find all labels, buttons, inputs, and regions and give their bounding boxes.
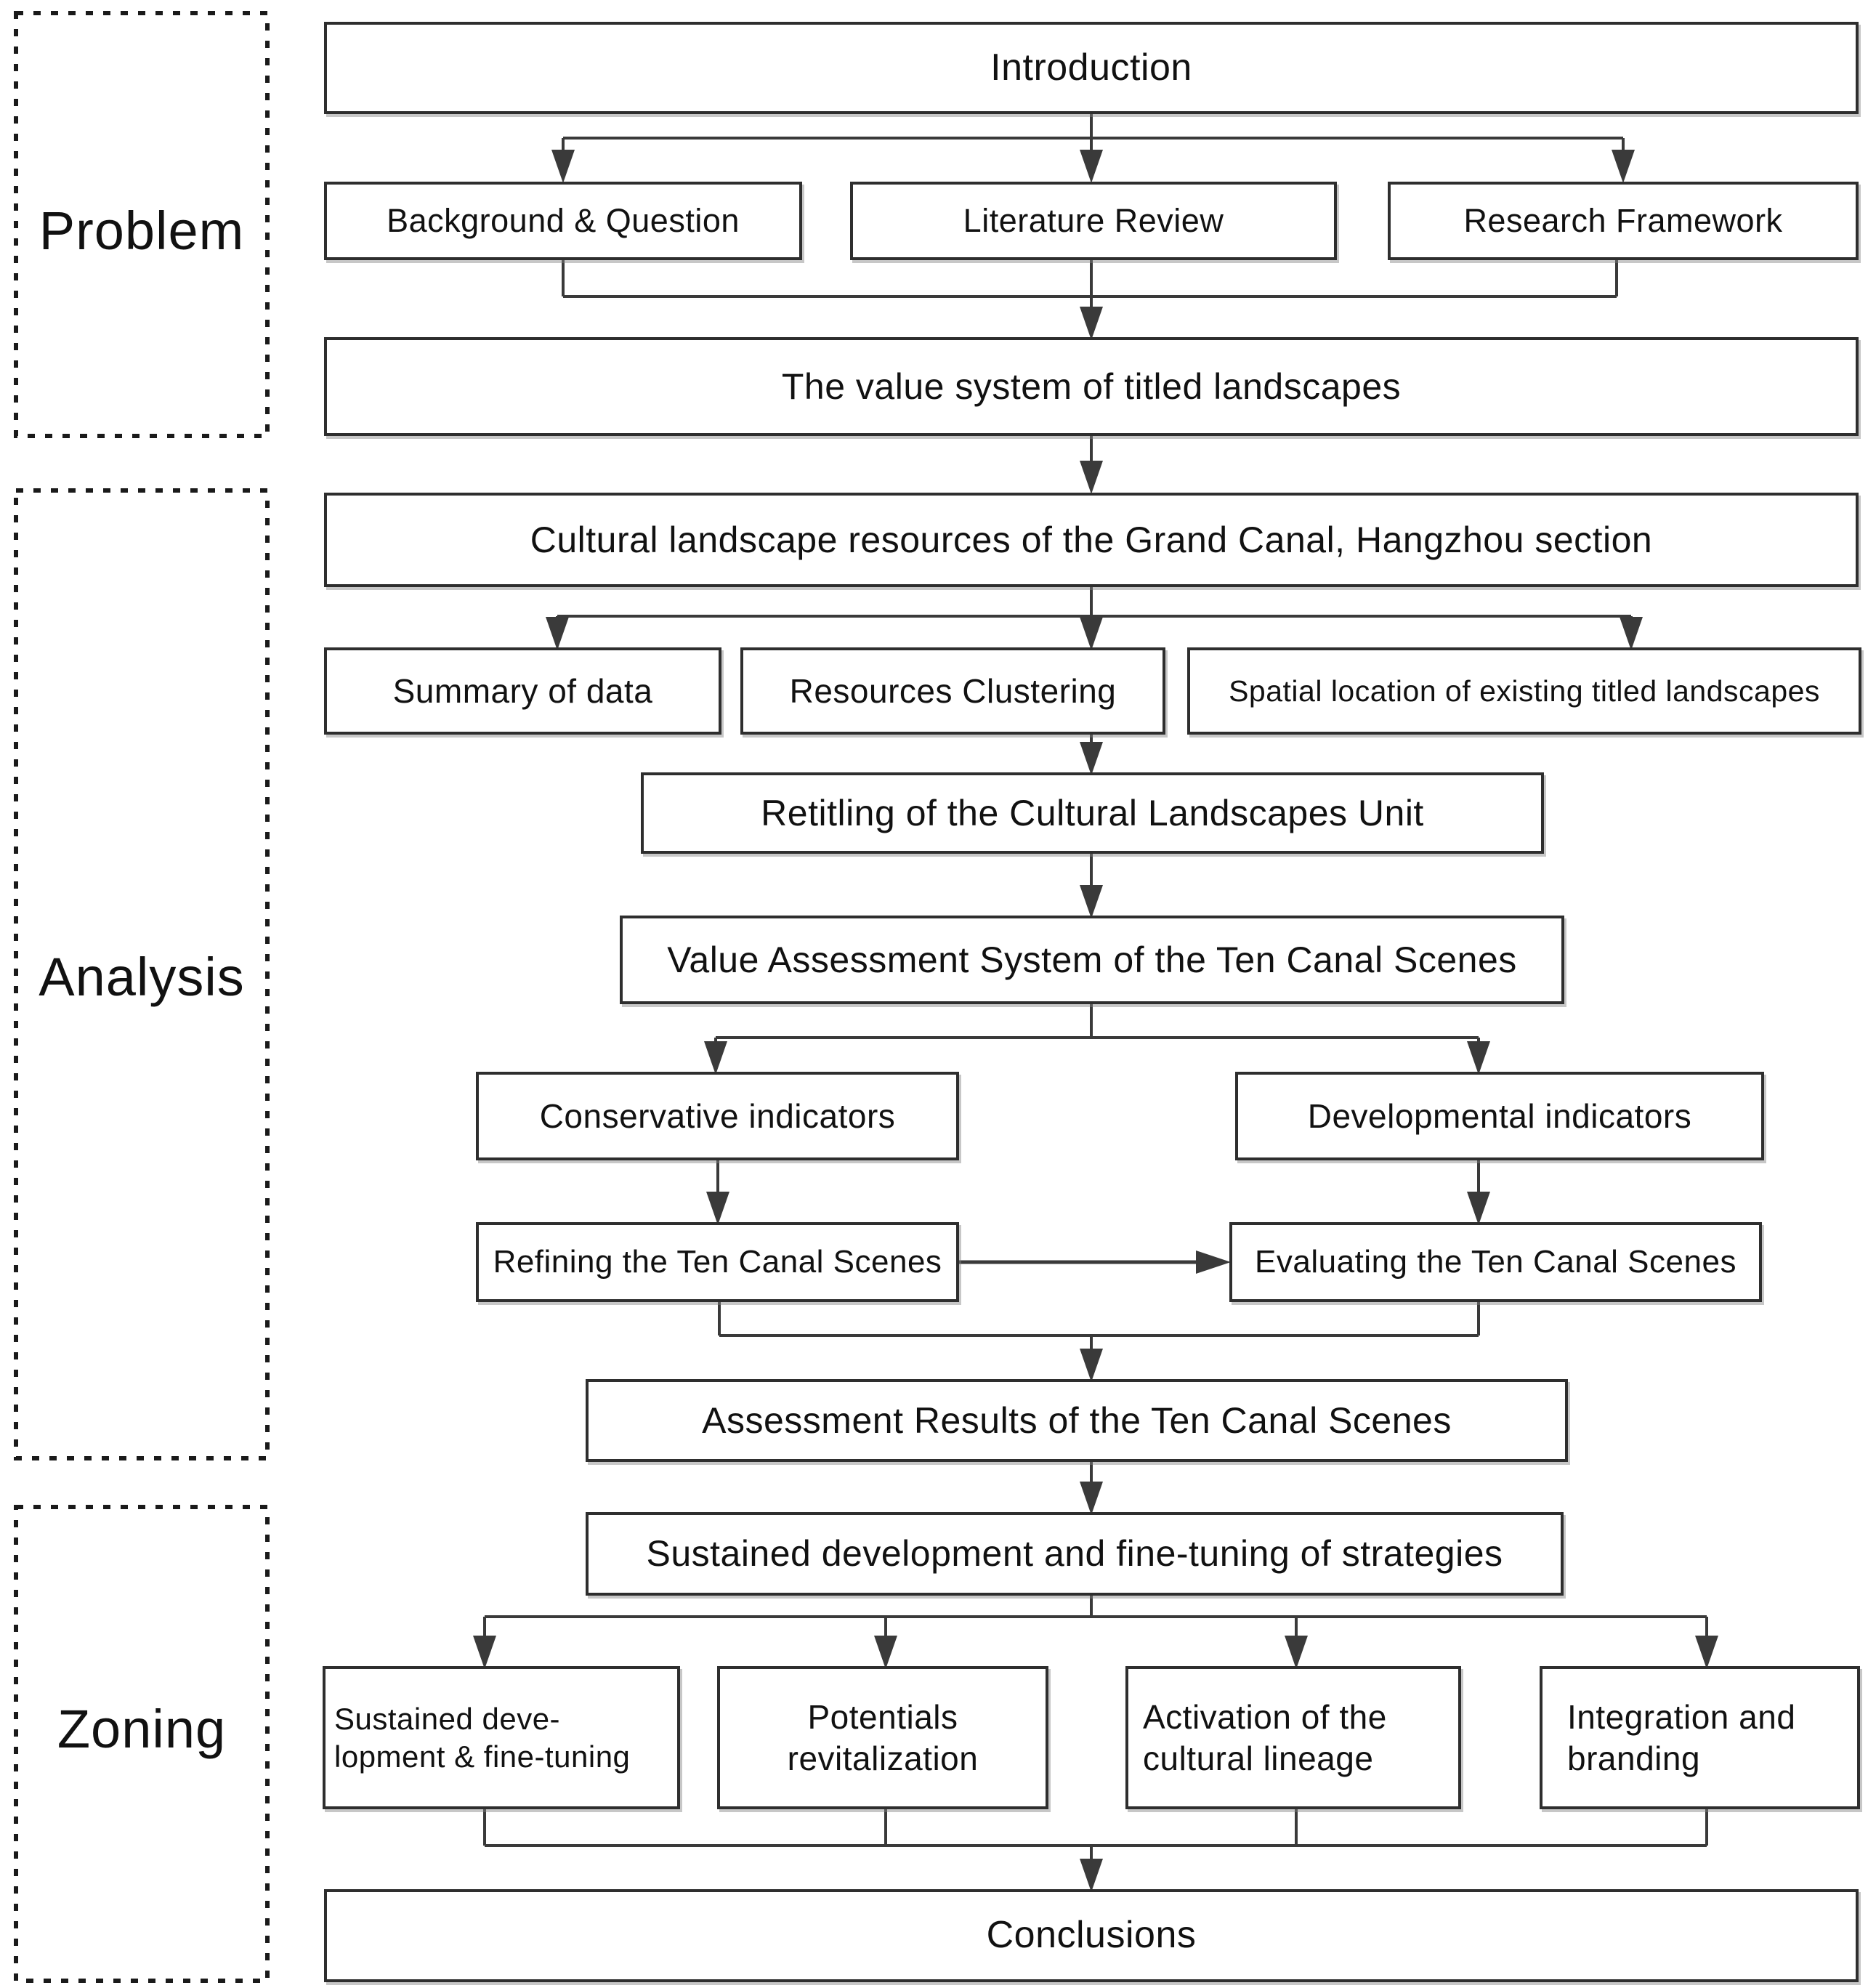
phase-outline-problem [14, 11, 270, 438]
phase-label-zoning: Zoning [57, 1699, 227, 1759]
node-potentials-line1: Potentials [807, 1698, 958, 1737]
node-developmental-indicators: Developmental indicators [1235, 1072, 1764, 1160]
connector-va-split [714, 1004, 1480, 1048]
node-assessment-results: Assessment Results of the Ten Canal Scen… [586, 1379, 1568, 1462]
node-potentials-line2: revitalization [787, 1739, 979, 1777]
connector-bottom-merge [483, 1809, 1708, 1863]
node-introduction: Introduction [324, 22, 1859, 114]
phase-outline-analysis [14, 488, 270, 1460]
connector-strategies-split [483, 1596, 1708, 1641]
node-background-question: Background & Question [324, 182, 802, 260]
connector-row2-merge [562, 260, 1618, 312]
arrowhead-right [1196, 1250, 1231, 1274]
node-summary-of-data: Summary of data [324, 647, 721, 735]
connector-intro-split [562, 114, 1625, 154]
phase-label-analysis: Analysis [39, 947, 245, 1007]
node-integration-line1: Integration and [1567, 1698, 1796, 1737]
node-conservative-indicators: Conservative indicators [476, 1072, 959, 1160]
node-integration-branding: Integration and branding [1540, 1666, 1860, 1809]
phase-outline-zoning [14, 1505, 270, 1983]
node-spatial-location: Spatial location of existing titled land… [1187, 647, 1861, 735]
node-research-framework: Research Framework [1388, 182, 1859, 260]
node-literature-review: Literature Review [850, 182, 1337, 260]
node-evaluating: Evaluating the Ten Canal Scenes [1229, 1222, 1762, 1302]
node-sustained-dev-line2: lopment & fine-tuning [334, 1739, 631, 1774]
node-activation-line1: Activation of the [1143, 1698, 1387, 1737]
node-value-system: The value system of titled landscapes [324, 337, 1859, 436]
node-sustained-dev-line1: Sustained deve- [334, 1702, 561, 1737]
node-sustained-dev-finetuning: Sustained deve- lopment & fine-tuning [323, 1666, 680, 1809]
node-cultural-landscape: Cultural landscape resources of the Gran… [324, 493, 1859, 587]
node-sustained-strategies: Sustained development and fine-tuning of… [586, 1512, 1564, 1596]
node-value-assessment: Value Assessment System of the Ten Canal… [620, 916, 1564, 1004]
down-arrowheads [473, 150, 1718, 1892]
node-retitling: Retitling of the Cultural Landscapes Uni… [641, 772, 1544, 854]
node-conclusions: Conclusions [324, 1889, 1859, 1982]
node-resources-clustering: Resources Clustering [740, 647, 1165, 735]
connector-refeval-merge [718, 1302, 1480, 1354]
node-potentials-revitalization: Potentials revitalization [717, 1666, 1048, 1809]
node-integration-line2: branding [1567, 1739, 1701, 1777]
node-refining: Refining the Ten Canal Scenes [476, 1222, 959, 1302]
node-activation-line2: cultural lineage [1143, 1739, 1374, 1777]
phase-label-problem: Problem [39, 201, 245, 261]
node-activation-cultural-lineage: Activation of the cultural lineage [1125, 1666, 1461, 1809]
